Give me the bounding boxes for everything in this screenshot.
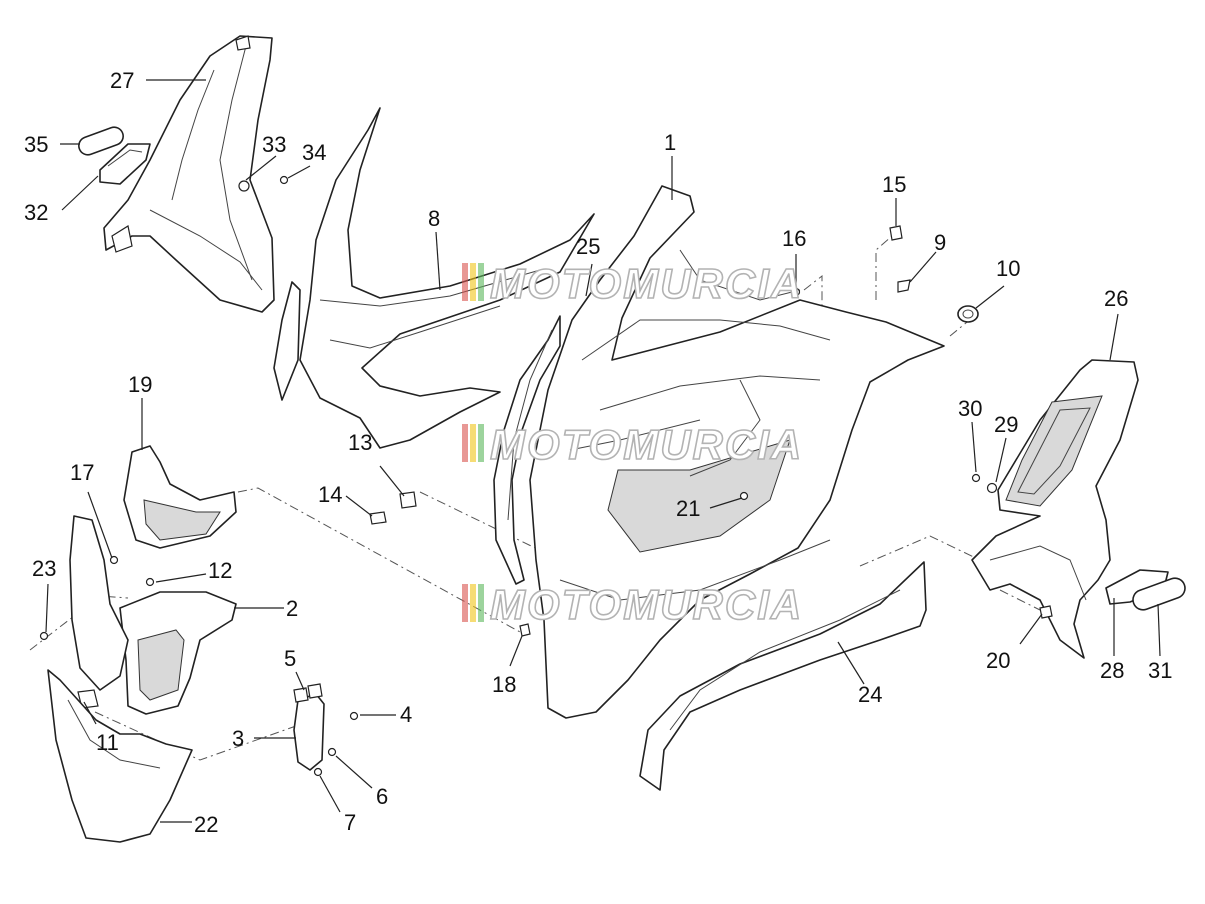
callout-9: 9 xyxy=(934,230,946,255)
callout-26: 26 xyxy=(1104,286,1128,311)
callout-16: 16 xyxy=(782,226,806,251)
part-1-front-shield-frame xyxy=(529,185,945,719)
callout-6: 6 xyxy=(376,784,388,809)
part-15-clip xyxy=(889,225,903,241)
part-17-screw xyxy=(109,555,119,565)
part-2-grille-surround xyxy=(69,515,237,715)
part-19-grille-insert xyxy=(123,445,237,549)
callout-2: 2 xyxy=(286,596,298,621)
watermark-text: MOTOMURCIA xyxy=(490,581,803,628)
callout-13: 13 xyxy=(348,430,372,455)
part-7-screw xyxy=(313,767,323,777)
callout-29: 29 xyxy=(994,412,1018,437)
part-18-clip xyxy=(519,623,531,637)
part-32-vent xyxy=(99,143,151,185)
callout-33: 33 xyxy=(262,132,286,157)
part-5-clips xyxy=(293,683,323,703)
part-20-clip xyxy=(1039,605,1053,619)
callout-17: 17 xyxy=(70,460,94,485)
callout-20: 20 xyxy=(986,648,1010,673)
callout-7: 7 xyxy=(344,810,356,835)
watermark-text: MOTOMURCIA xyxy=(490,421,803,468)
callout-labels: 1 2 3 4 5 6 7 8 9 10 11 12 13 14 15 16 1… xyxy=(24,68,1172,837)
callout-11: 11 xyxy=(96,730,119,755)
part-24-lower-strip xyxy=(639,561,927,791)
callout-5: 5 xyxy=(284,646,296,671)
part-6-screw xyxy=(327,747,337,757)
part-29-washer xyxy=(986,482,998,494)
callout-35: 35 xyxy=(24,132,48,157)
part-35-lens xyxy=(78,126,124,156)
callout-18: 18 xyxy=(492,672,516,697)
part-26-right-panel xyxy=(971,359,1139,659)
part-21-screw xyxy=(739,491,749,501)
callout-22: 22 xyxy=(194,812,218,837)
callout-21: 21 xyxy=(676,496,700,521)
callout-25: 25 xyxy=(576,234,600,259)
part-14-screw xyxy=(369,511,387,525)
part-3-bracket xyxy=(293,693,325,771)
part-12-screw xyxy=(145,577,155,587)
callout-14: 14 xyxy=(318,482,342,507)
part-31-right-lens xyxy=(1132,577,1186,611)
part-27-side-cover xyxy=(103,35,275,313)
part-23-screw xyxy=(39,631,49,641)
part-8-upper-fairing xyxy=(273,107,595,449)
watermark-text: MOTOMURCIA xyxy=(490,260,803,307)
part-9-clip xyxy=(897,279,911,293)
callout-12: 12 xyxy=(208,558,232,583)
callout-24: 24 xyxy=(858,682,882,707)
watermark-2: MOTOMURCIA xyxy=(462,420,803,469)
part-25-edge-trim xyxy=(493,315,561,585)
callout-15: 15 xyxy=(882,172,906,197)
watermark-3: MOTOMURCIA xyxy=(462,580,803,629)
callout-32: 32 xyxy=(24,200,48,225)
callout-3: 3 xyxy=(232,726,244,751)
callout-8: 8 xyxy=(428,206,440,231)
callout-30: 30 xyxy=(958,396,982,421)
assembly-dash-lines xyxy=(29,235,1041,761)
callout-27: 27 xyxy=(110,68,134,93)
part-34-screw xyxy=(279,175,289,185)
part-22-front-lower-cover xyxy=(47,669,193,843)
part-4-screw xyxy=(349,711,359,721)
callout-28: 28 xyxy=(1100,658,1124,683)
callout-4: 4 xyxy=(400,702,412,727)
callout-1: 1 xyxy=(664,130,676,155)
callout-34: 34 xyxy=(302,140,326,165)
callout-10: 10 xyxy=(996,256,1020,281)
part-10-grommet xyxy=(957,305,979,323)
callout-23: 23 xyxy=(32,556,56,581)
callout-19: 19 xyxy=(128,372,152,397)
leader-lines xyxy=(45,79,1161,823)
part-33-washer xyxy=(238,180,250,192)
watermark-1: MOTOMURCIA xyxy=(462,259,803,308)
part-16-screw xyxy=(791,287,801,297)
callout-31: 31 xyxy=(1148,658,1172,683)
part-30-screw xyxy=(971,473,981,483)
